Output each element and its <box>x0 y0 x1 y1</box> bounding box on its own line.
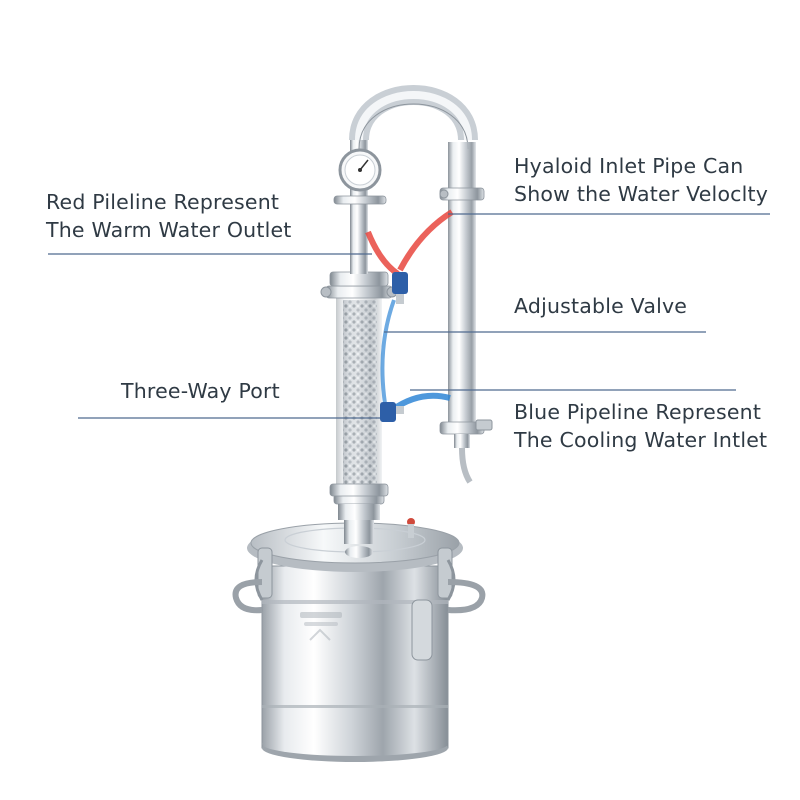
three-way-connector <box>380 402 404 422</box>
label-red-line1: Red Pileline Represent <box>46 190 280 214</box>
distillation-column <box>320 271 398 497</box>
condenser-tube <box>439 142 493 484</box>
brand-logo <box>300 612 342 641</box>
label-blue-line2: The Cooling Water Intlet <box>514 428 768 452</box>
label-hyaloid-pipe: Hyaloid Inlet Pipe Can Show the Water Ve… <box>514 152 768 208</box>
label-three-way-text: Three-Way Port <box>121 379 280 403</box>
label-red-pipeline: Red Pileline Represent The Warm Water Ou… <box>46 188 292 244</box>
label-blue-pipeline: Blue Pipeline Represent The Cooling Wate… <box>514 398 767 454</box>
adjustable-valve <box>392 272 408 304</box>
label-adjustable-valve: Adjustable Valve <box>514 292 687 320</box>
warm-water-tube <box>365 209 454 277</box>
cooling-water-tube <box>380 299 451 413</box>
column-base <box>333 493 385 558</box>
label-three-way-port: Three-Way Port <box>121 377 280 405</box>
label-hyaloid-line1: Hyaloid Inlet Pipe Can <box>514 154 744 178</box>
label-red-line2: The Warm Water Outlet <box>46 218 292 242</box>
label-blue-line1: Blue Pipeline Represent <box>514 400 762 424</box>
label-valve-text: Adjustable Valve <box>514 294 688 318</box>
thermometer-gauge <box>333 148 387 205</box>
leader-lines <box>48 213 770 419</box>
label-hyaloid-line2: Show the Water Veloclty <box>514 182 769 206</box>
